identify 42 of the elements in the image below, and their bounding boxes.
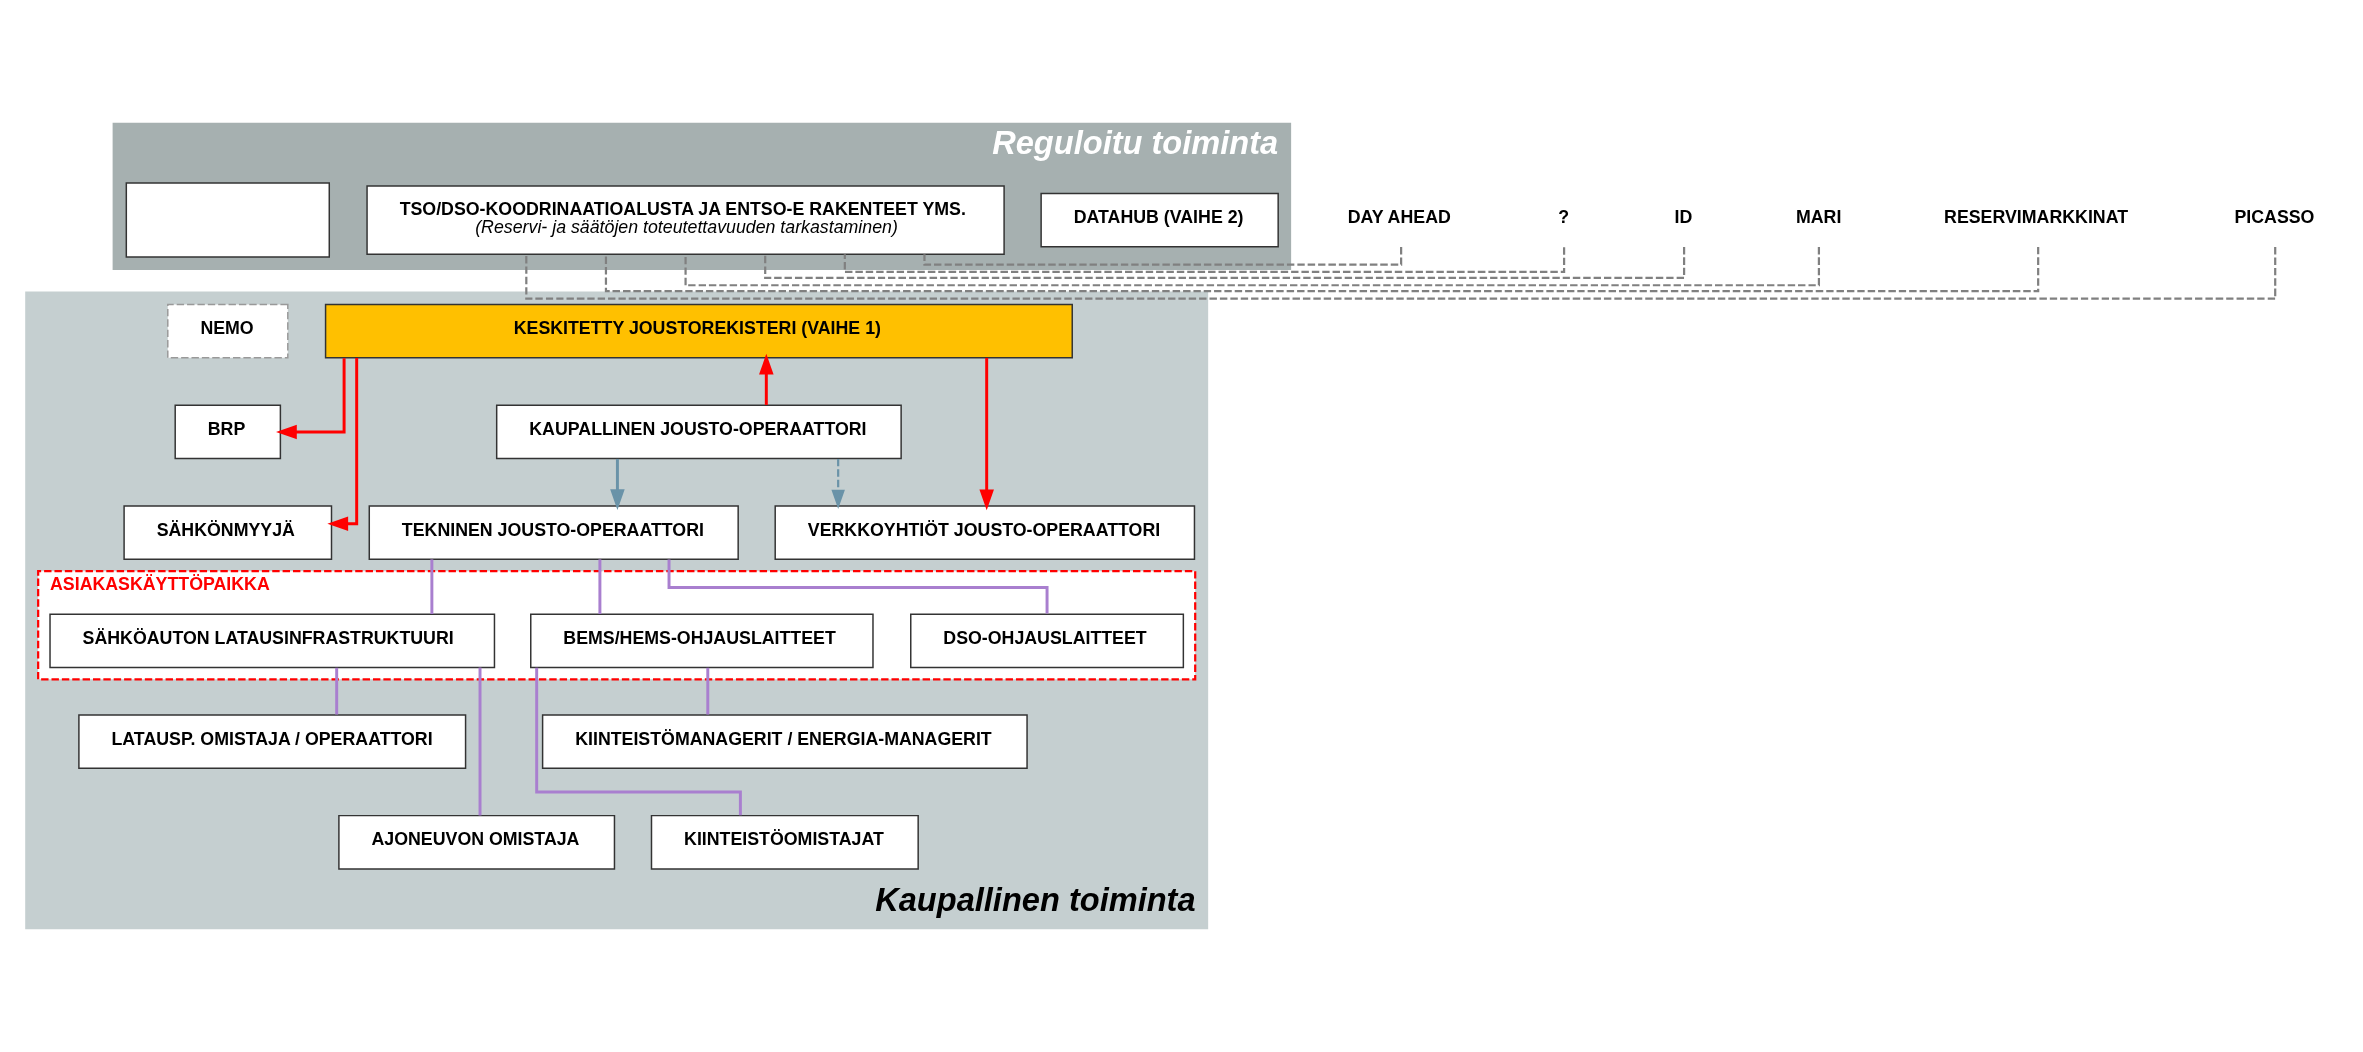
- connector: [478, 667, 482, 816]
- arrow: [831, 458, 845, 509]
- connector: [335, 667, 339, 715]
- connector: [525, 247, 2277, 300]
- node-text: DAY AHEAD: [1347, 207, 1451, 228]
- node-box: AJONEUVON OMISTAJA: [338, 814, 616, 870]
- node-text: ?: [1558, 207, 1570, 228]
- arrow: [759, 353, 774, 405]
- connector: [667, 559, 1049, 614]
- node-text: MARI: [1795, 207, 1842, 228]
- node-box: SÄHKÖNMYYJÄ: [123, 505, 333, 561]
- node-text: PICASSO: [2234, 207, 2315, 228]
- node-box: KIINTEISTÖMANAGERIT / ENERGIA-MANAGERIT: [541, 714, 1028, 769]
- node-box: LATAUSP. OMISTAJA / OPERAATTORI: [78, 714, 467, 769]
- node-box: SÄHKÖAUTON LATAUSINFRASTRUKTUURI: [49, 613, 496, 669]
- arrow: [327, 357, 359, 532]
- node-box: BRP: [174, 404, 282, 460]
- node-box: VERKKOYHTIÖT JOUSTO-OPERAATTORI: [774, 505, 1196, 561]
- connector: [923, 246, 1403, 266]
- connector: [604, 246, 2040, 293]
- connector: [598, 559, 602, 614]
- node-text: RESERVIMARKKINAT: [1944, 207, 2129, 228]
- connector: [843, 247, 1566, 274]
- node-text: ID: [1674, 207, 1693, 228]
- node-box: TSO/DSO-KOODRINAATIOALUSTA JA ENTSO-E RAKENTEET YMS. (Reservi- ja säätöjen toteutettavuuden tarkastaminen): [366, 185, 1005, 255]
- arrow: [979, 357, 994, 511]
- node-box: NEMO: [167, 303, 289, 359]
- connector: [764, 246, 1686, 279]
- arrow: [610, 458, 625, 511]
- arrow: [276, 358, 346, 440]
- node-box: DATAHUB (VAIHE 2): [1040, 192, 1279, 248]
- connector: [706, 667, 710, 715]
- node-box: [125, 182, 330, 258]
- node-box: KESKITETTY JOUSTOREKISTERI (VAIHE 1): [324, 303, 1073, 359]
- node-box: KIINTEISTÖOMISTAJAT: [650, 814, 919, 870]
- connector: [535, 667, 742, 816]
- connector: [430, 559, 434, 614]
- node-box: KAUPALLINEN JOUSTO-OPERAATTORI: [495, 404, 902, 460]
- node-box: DSO-OHJAUSLAITTEET: [910, 613, 1185, 669]
- connector: [684, 246, 1820, 287]
- node-box: BEMS/HEMS-OHJAUSLAITTEET: [530, 613, 874, 669]
- node-box: TEKNINEN JOUSTO-OPERAATTORI: [368, 505, 739, 561]
